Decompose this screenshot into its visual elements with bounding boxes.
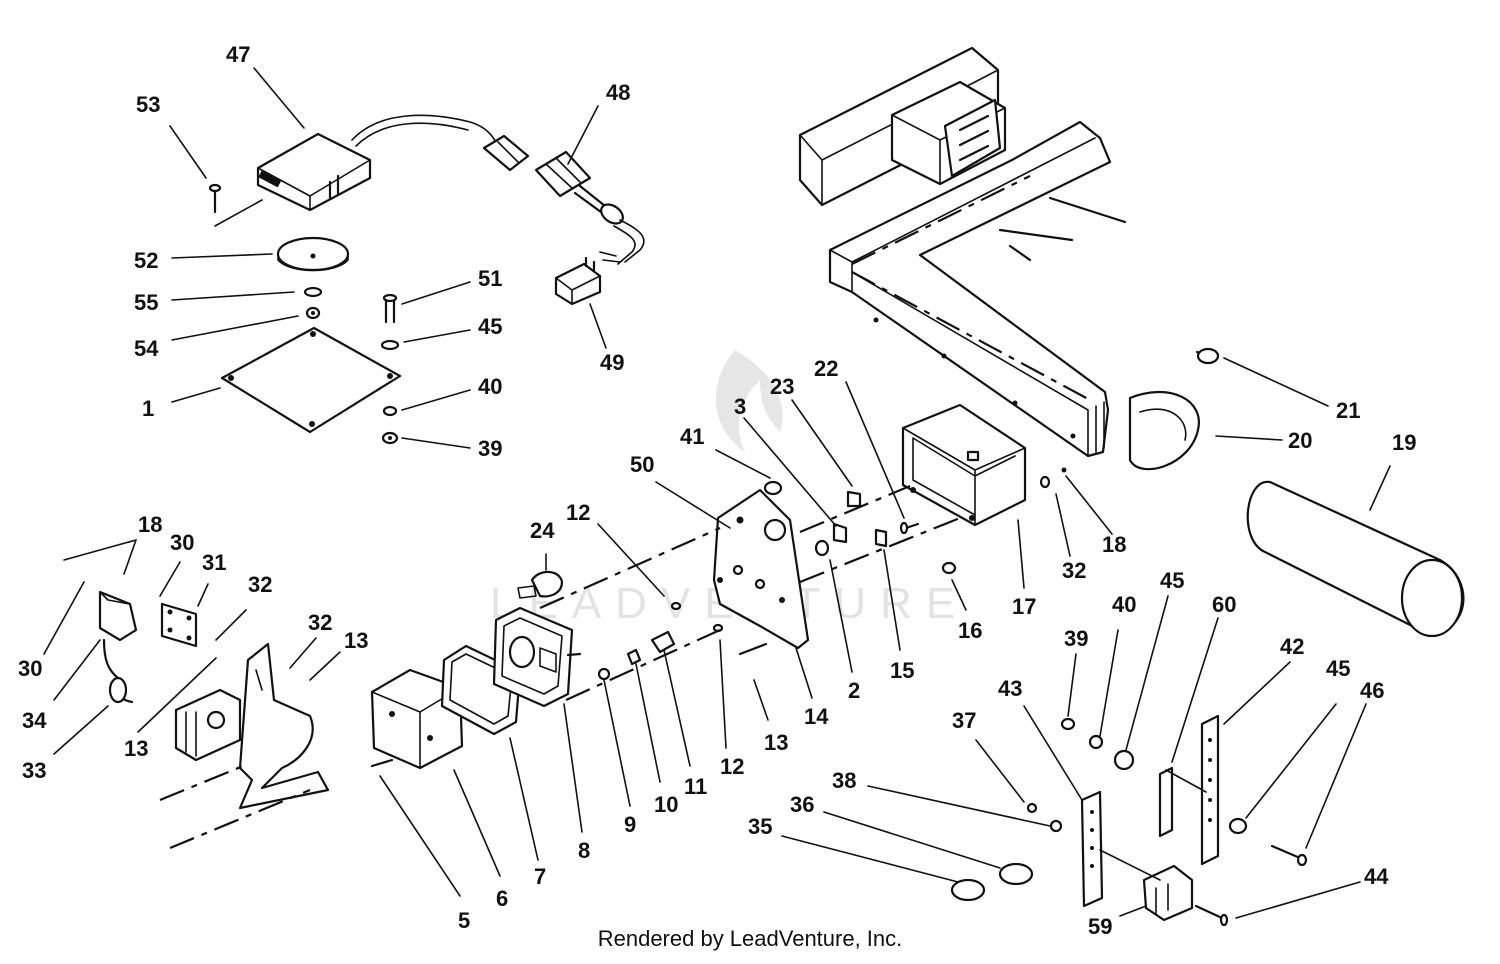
part-number-labels: 47 53 48 52 55 54 1 51 45 40 39 49 21 20… [18, 42, 1416, 939]
label-45-a: 45 [478, 314, 502, 339]
label-48: 48 [606, 80, 630, 105]
label-50: 50 [630, 452, 654, 477]
label-45-b: 45 [1160, 568, 1184, 593]
light-bracket [712, 488, 810, 650]
label-49: 49 [600, 350, 624, 375]
label-1: 1 [142, 396, 154, 421]
label-33: 33 [22, 758, 46, 783]
junction-box [901, 403, 1027, 527]
label-9: 9 [624, 812, 636, 837]
footer-credit: Rendered by LeadVenture, Inc. [597, 926, 903, 951]
label-13-a: 13 [344, 628, 368, 653]
label-5: 5 [458, 908, 470, 933]
label-52: 52 [134, 248, 158, 273]
label-10: 10 [654, 792, 678, 817]
label-39-b: 39 [1064, 626, 1088, 651]
label-16: 16 [958, 618, 982, 643]
label-6: 6 [496, 886, 508, 911]
label-23: 23 [770, 374, 794, 399]
label-55: 55 [134, 290, 158, 315]
label-32-c: 32 [1062, 558, 1086, 583]
strap-hardware [950, 714, 1308, 927]
center-small-hardware [597, 467, 1067, 681]
label-41: 41 [680, 424, 704, 449]
leader-lines [43, 67, 1391, 919]
label-13-b: 13 [124, 736, 148, 761]
label-12-a: 12 [566, 500, 590, 525]
label-32-a: 32 [248, 572, 272, 597]
label-19: 19 [1392, 430, 1416, 455]
label-59: 59 [1088, 914, 1112, 939]
label-34: 34 [22, 708, 47, 733]
small-hardware-stack [303, 286, 323, 320]
plate-bolt [380, 293, 400, 445]
label-20: 20 [1288, 428, 1312, 453]
label-32-b: 32 [308, 610, 332, 635]
label-24: 24 [530, 518, 555, 543]
label-3: 3 [734, 394, 746, 419]
mounting-plate [220, 326, 402, 434]
light-housing [492, 606, 582, 708]
label-37: 37 [952, 708, 976, 733]
label-47: 47 [226, 42, 250, 67]
label-21: 21 [1336, 398, 1360, 423]
label-44: 44 [1364, 864, 1389, 889]
label-30-a: 30 [170, 530, 194, 555]
label-46: 46 [1360, 678, 1384, 703]
label-18-b: 18 [1102, 532, 1126, 557]
label-43: 43 [998, 676, 1022, 701]
label-17: 17 [1012, 594, 1036, 619]
breakaway-bracket [159, 642, 330, 850]
breakaway-switch [98, 590, 198, 704]
label-14: 14 [804, 704, 829, 729]
label-31: 31 [202, 550, 226, 575]
mount-screw [208, 183, 263, 227]
label-39-a: 39 [478, 436, 502, 461]
magnet-disc [276, 236, 350, 272]
label-51: 51 [478, 266, 502, 291]
label-18-a: 18 [138, 512, 162, 537]
label-22: 22 [814, 356, 838, 381]
label-40-b: 40 [1112, 592, 1136, 617]
label-13-c: 13 [764, 730, 788, 755]
label-2: 2 [848, 678, 860, 703]
label-36: 36 [790, 792, 814, 817]
label-42: 42 [1280, 634, 1304, 659]
label-45-c: 45 [1326, 656, 1350, 681]
label-15: 15 [890, 658, 914, 683]
label-40-a: 40 [478, 374, 502, 399]
cable-clamp-and-tube [1128, 347, 1465, 638]
wiring-harness [534, 150, 645, 265]
label-53: 53 [136, 92, 160, 117]
bulb [517, 570, 564, 599]
label-11: 11 [684, 774, 707, 799]
relay [554, 256, 602, 306]
label-54: 54 [134, 336, 159, 361]
label-60: 60 [1212, 592, 1236, 617]
label-38: 38 [832, 768, 856, 793]
label-30-b: 30 [18, 656, 42, 681]
label-8: 8 [578, 838, 590, 863]
label-35: 35 [748, 814, 772, 839]
controller-module [256, 114, 530, 212]
label-12-b: 12 [720, 754, 744, 779]
trailer-frame [798, 46, 1127, 458]
light-lens [370, 668, 464, 770]
label-7: 7 [534, 864, 546, 889]
explode-lines-center [539, 484, 961, 702]
